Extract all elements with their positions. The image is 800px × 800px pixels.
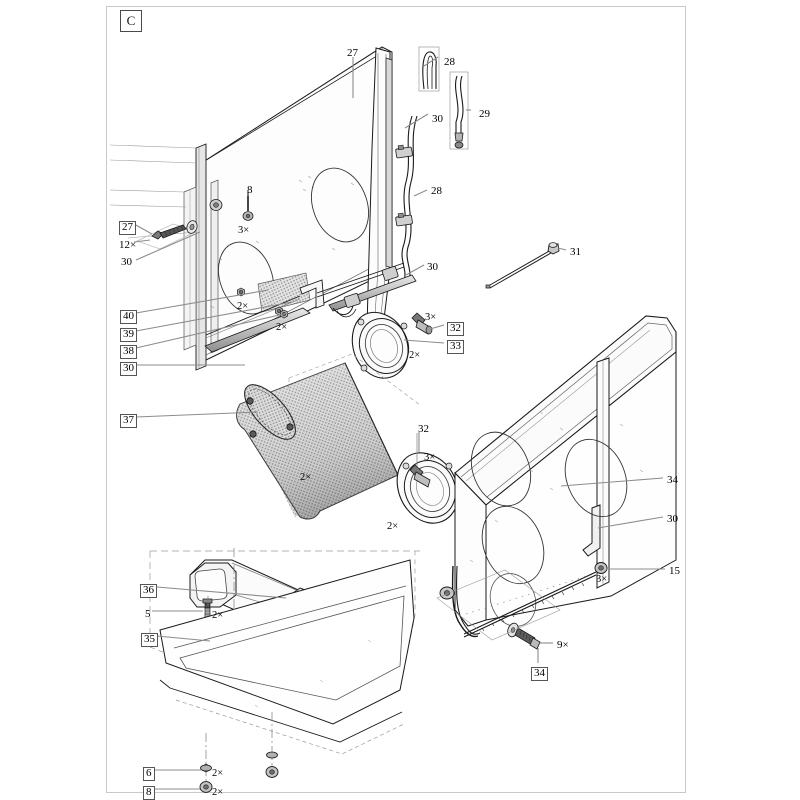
cylindrical-mesh-filter-37 <box>236 353 421 520</box>
fan-housing-lower <box>396 433 459 524</box>
callout-28: 28 <box>431 185 442 197</box>
quantity-marker: 2× <box>212 610 224 621</box>
callout-40: 40 <box>120 310 137 324</box>
callout-27: 27 <box>119 221 136 235</box>
quantity-marker: 2× <box>276 322 288 333</box>
callout-8: 8 <box>247 184 253 196</box>
callout-15: 15 <box>669 565 680 577</box>
leader-lines <box>133 56 665 790</box>
callout-35: 35 <box>141 633 158 647</box>
callout-31: 31 <box>570 246 581 258</box>
callout-8: 8 <box>143 786 155 800</box>
callout-27: 27 <box>347 47 358 59</box>
quantity-marker: 2× <box>237 301 249 312</box>
quantity-marker: 3× <box>238 225 250 236</box>
section-label-c: C <box>120 10 142 32</box>
callout-30: 30 <box>432 113 443 125</box>
quantity-marker: 2× <box>212 768 224 779</box>
callout-38: 38 <box>120 345 137 359</box>
rod-assembly-bottom <box>436 562 608 650</box>
rear-frame-assembly <box>109 46 393 371</box>
quantity-marker: 2× <box>387 521 399 532</box>
callout-12x: 12× <box>119 239 137 251</box>
quantity-marker: 2× <box>409 350 421 361</box>
bolt-assembly-27 <box>136 220 198 250</box>
quantity-marker: 3× <box>425 312 437 323</box>
callout-34: 34 <box>531 667 548 681</box>
callout-5: 5 <box>145 608 151 620</box>
callout-32: 32 <box>447 322 464 336</box>
mid-bracket-assembly <box>204 262 417 353</box>
callout-6: 6 <box>143 767 155 781</box>
callout-9x: 9× <box>557 639 569 651</box>
callout-30: 30 <box>120 362 137 376</box>
quantity-marker: 2× <box>300 472 312 483</box>
quantity-marker: 2× <box>212 787 224 798</box>
handle-and-clip-assembly <box>149 548 420 793</box>
callout-30: 30 <box>667 513 678 525</box>
callout-33: 33 <box>447 340 464 354</box>
fan-housing-upper <box>351 311 433 379</box>
callout-36: 36 <box>140 584 157 598</box>
long-rod-part-31 <box>485 242 560 289</box>
callout-29: 29 <box>479 108 490 120</box>
quantity-marker: 3× <box>596 574 608 585</box>
callout-34: 34 <box>667 474 678 486</box>
callout-30: 30 <box>427 261 438 273</box>
callout-30: 30 <box>121 256 132 268</box>
callout-39: 39 <box>120 328 137 342</box>
callout-37: 37 <box>120 414 137 428</box>
quantity-marker: 3× <box>424 452 436 463</box>
callout-32: 32 <box>418 423 429 435</box>
callout-28: 28 <box>444 56 455 68</box>
tank-body-right <box>454 315 677 627</box>
